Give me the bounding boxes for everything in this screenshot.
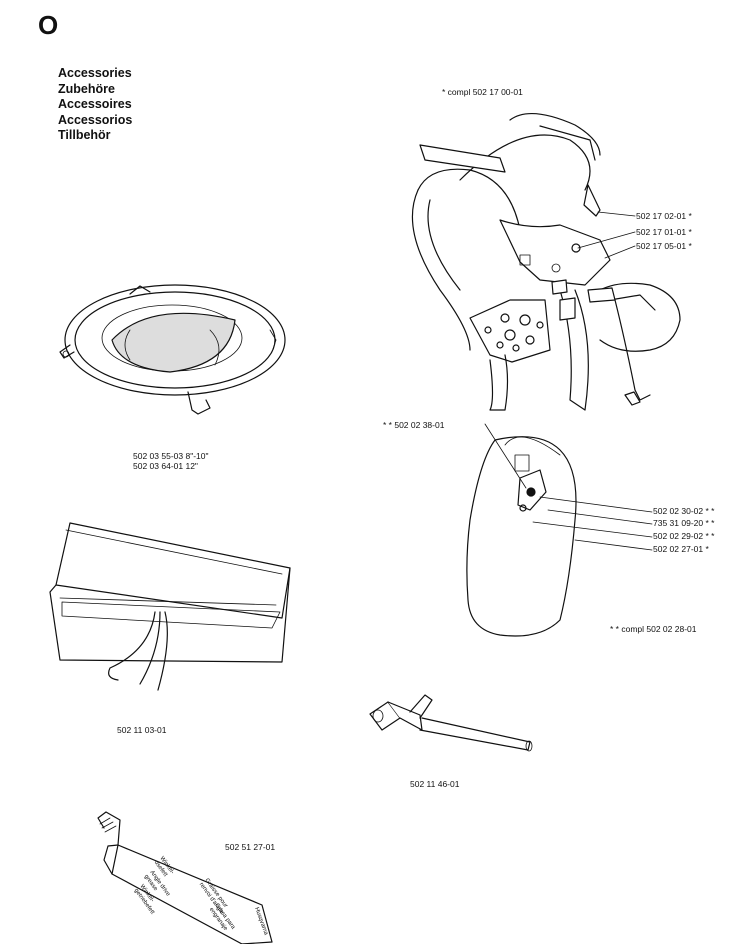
harness-drawing	[411, 112, 681, 637]
tool-bag-drawing	[49, 522, 291, 691]
callout-502-17-02-01: 502 17 02-01 *	[636, 211, 692, 221]
section-letter: O	[38, 10, 59, 40]
heading-de: Zubehöre	[58, 81, 115, 96]
callout-502-02-30-02: 502 02 30-02 * *	[653, 506, 715, 516]
wrench-drawing	[369, 694, 533, 752]
callout-502-02-29-02: 502 02 29-02 * *	[653, 531, 715, 541]
bag-part-number: 502 11 03-01	[117, 725, 167, 735]
callout-502-17-01-01: 502 17 01-01 *	[636, 227, 692, 237]
grease-tube-drawing: Winkel-dsefett Angle drivegrease Winkel-…	[97, 811, 273, 944]
grease-part-number: 502 51 27-01	[225, 842, 276, 852]
heading-fr: Accessoires	[58, 97, 132, 112]
heading-es: Accessorios	[58, 112, 133, 127]
callout-502-17-05-01: 502 17 05-01 *	[636, 241, 692, 251]
wrench-part-number: 502 11 46-01	[410, 779, 460, 789]
section-headings: Accessories Zubehöre Accessoires Accesso…	[58, 66, 132, 144]
guard-part-number-2: 502 03 64-01 12"	[133, 461, 198, 471]
callout-502-02-38-01: * * 502 02 38-01	[383, 420, 445, 430]
callout-735-31-09-20: 735 31 09-20 * *	[653, 518, 715, 528]
heading-en: Accessories	[58, 66, 132, 80]
heading-sv: Tillbehör	[58, 128, 111, 143]
hip-compl-label: * * compl 502 02 28-01	[610, 624, 697, 634]
harness-compl-label: * compl 502 17 00-01	[442, 87, 523, 97]
callout-502-02-27-01: 502 02 27-01 *	[653, 544, 709, 554]
guard-part-number-1: 502 03 55-03 8"-10"	[133, 451, 209, 461]
blade-guard-drawing	[59, 284, 286, 415]
